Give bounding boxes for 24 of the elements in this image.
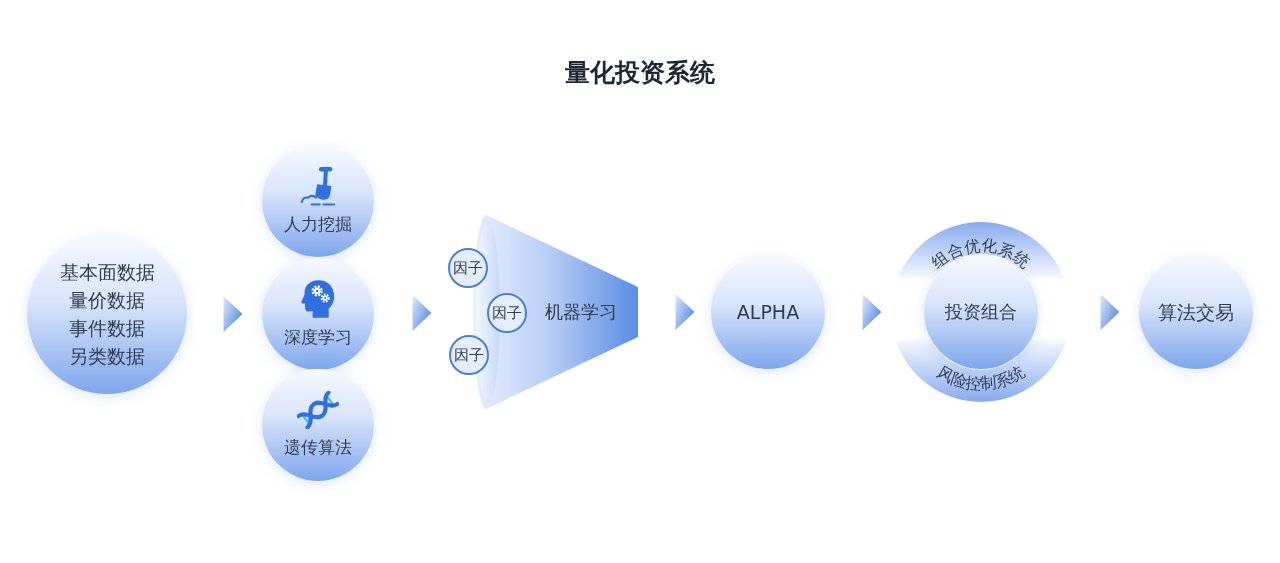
chevron-arrow: [223, 296, 243, 332]
node-label: 另类数据: [69, 344, 145, 369]
node-label: 量价数据: [69, 288, 145, 313]
factor-circle: [448, 248, 488, 288]
node-label: 事件数据: [69, 316, 145, 341]
node-label: 因子: [492, 304, 522, 322]
arc-label: 组合优化系统: [928, 235, 1034, 272]
factor-circle: [449, 335, 489, 375]
chevron-arrow: [675, 294, 695, 330]
chevron-arrow: [1100, 294, 1120, 330]
chevron-arrow: [412, 295, 432, 331]
node-label: 因子: [454, 346, 484, 364]
arc-label: 风险控制系统: [933, 361, 1029, 394]
node-label: 机器学习: [545, 300, 617, 324]
node-label: 投资组合: [945, 300, 1017, 324]
node-label: ALPHA: [736, 300, 800, 325]
node-label: 算法交易: [1158, 300, 1234, 325]
node-label: 深度学习: [284, 326, 352, 349]
node-label: 因子: [453, 259, 483, 277]
chevron-arrow: [862, 294, 882, 330]
node-label: 人力挖掘: [284, 213, 352, 236]
diagram-title: 量化投资系统: [565, 57, 715, 89]
node-label: 遗传算法: [284, 436, 352, 459]
node-label: 基本面数据: [59, 260, 155, 285]
